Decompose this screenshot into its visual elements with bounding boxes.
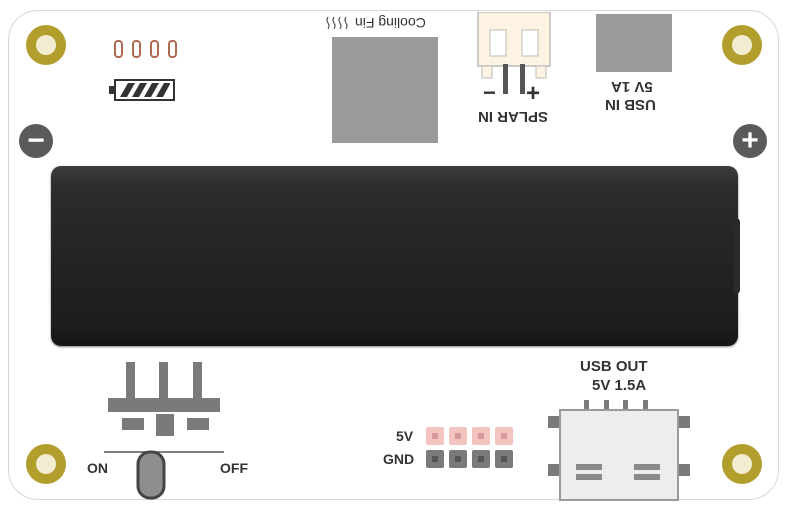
led-indicator-icon (114, 40, 177, 58)
cooling-fin (332, 37, 438, 143)
pin-gnd-2 (449, 450, 467, 468)
usb-in-spec: 5V 1A (611, 78, 653, 95)
splar-in-label: SPLAR IN (478, 108, 549, 125)
pin-gnd-4 (495, 450, 513, 468)
pin-5v-1 (426, 427, 444, 445)
mount-hole-bottom-right (722, 444, 762, 484)
header-5v-label: 5V (396, 428, 414, 444)
mount-hole-top-left (26, 25, 66, 65)
switch-on-label: ON (87, 460, 108, 476)
mount-hole-bottom-left (26, 444, 66, 484)
usb-out-label: USB OUT (580, 358, 648, 375)
usb-in-label: USB IN (605, 96, 656, 113)
cooling-fin-waves-icon (326, 16, 348, 30)
cooling-fin-label: Cooling Fin (355, 15, 426, 31)
power-switch (104, 362, 224, 500)
battery-cell (51, 166, 738, 346)
pin-5v-2 (449, 427, 467, 445)
battery-positive-cap (734, 218, 740, 294)
pin-gnd-1 (426, 450, 444, 468)
pin-5v-3 (472, 427, 490, 445)
pin-gnd-3 (472, 450, 490, 468)
plus-terminal-icon: + (733, 124, 767, 158)
splar-in-connector (477, 12, 551, 94)
mount-hole-top-right (722, 25, 762, 65)
switch-off-label: OFF (220, 460, 248, 476)
battery-level-icon (109, 79, 175, 101)
usb-in-port (596, 14, 672, 72)
splar-plus-sign: + (526, 80, 541, 107)
usb-out-spec: 5V 1.5A (592, 377, 647, 394)
header-gnd-label: GND (383, 451, 415, 467)
splar-minus-sign: − (483, 80, 496, 105)
usb-out-port (548, 400, 690, 501)
minus-terminal-icon: − (19, 124, 53, 158)
pin-5v-4 (495, 427, 513, 445)
